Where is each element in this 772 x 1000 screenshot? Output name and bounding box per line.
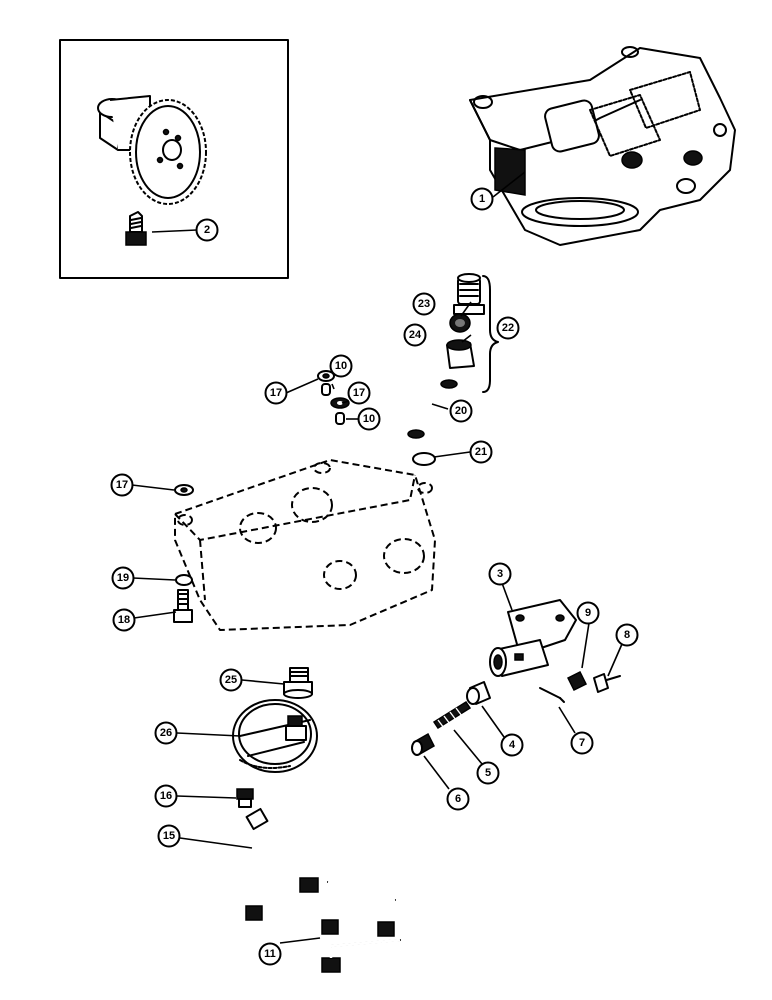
callout-label: 10 [363,413,375,425]
callout-18: 18 [112,608,136,632]
screen-26 [232,699,318,773]
pump-body-phantom [174,459,436,631]
fitting-16 [236,788,254,808]
callout-label: 2 [204,224,210,236]
cap-6 [411,732,435,756]
oil-line-15 [206,807,410,973]
callout-label: 17 [116,479,128,491]
callout-label: 19 [117,572,129,584]
callout-15: 15 [157,824,181,848]
spring-5 [432,700,472,730]
callout-label: 1 [479,193,485,205]
callout-11: 11 [258,942,282,966]
oil-pump-assembly [469,46,736,246]
callout-label: 9 [585,607,591,619]
callout-label: 3 [497,568,503,580]
cotter-pin-7 [539,687,565,703]
callout-label: 17 [353,387,365,399]
callout-10-mid: 10 [357,407,381,431]
valve-housing-3 [489,599,577,677]
callout-label: 11 [264,948,276,960]
callout-21: 21 [469,440,493,464]
nut-9 [566,670,588,692]
callout-17-left: 17 [110,473,134,497]
callout-19: 19 [111,566,135,590]
callout-label: 8 [624,629,630,641]
drive-gear [97,95,207,205]
inset-panel [59,39,289,279]
callout-label: 7 [579,737,585,749]
callout-26: 26 [154,721,178,745]
gear-bolt [125,211,147,246]
callout-24: 24 [403,323,427,347]
washer-19 [175,574,193,586]
callout-23: 23 [412,292,436,316]
o-ring-21 [412,452,436,466]
callout-label: 16 [160,790,172,802]
washer-17-left [174,484,194,496]
screw-8 [593,673,621,693]
callout-label: 5 [485,767,491,779]
elbow-tube-20 [407,379,458,439]
fitting-22 [453,273,499,393]
callout-label: 26 [160,727,172,739]
callout-10-top: 10 [329,354,353,378]
washer-17-top [317,370,335,382]
callout-25: 25 [219,668,243,692]
callout-label: 10 [335,360,347,372]
callout-17-top: 17 [264,381,288,405]
callout-label: 23 [418,298,430,310]
callout-2: 2 [195,218,219,242]
pin-10-mid [335,412,345,425]
plunger-4 [466,681,491,705]
pin-10-top [321,383,331,396]
washer-17-mid [330,397,350,409]
callout-8: 8 [615,623,639,647]
callout-label: 17 [270,387,282,399]
nut-23 [449,313,471,333]
callout-label: 20 [455,405,467,417]
callout-20: 20 [449,399,473,423]
callout-7: 7 [570,731,594,755]
callout-16: 16 [154,784,178,808]
callout-22: 22 [496,316,520,340]
callout-label: 24 [409,329,422,341]
callout-5: 5 [476,761,500,785]
callout-label: 6 [455,793,461,805]
bolt-18 [173,589,193,623]
callout-4: 4 [500,733,524,757]
nut-24 [446,339,475,369]
callout-3: 3 [488,562,512,586]
callout-label: 22 [502,322,514,334]
callout-label: 4 [509,739,516,751]
callout-9: 9 [576,601,600,625]
callout-6: 6 [446,787,470,811]
callout-label: 21 [475,446,487,458]
callout-label: 15 [163,830,175,842]
callout-label: 25 [225,674,237,686]
plug-25 [283,667,313,699]
callout-1: 1 [470,187,494,211]
leader-lines [131,171,623,944]
callout-17-mid: 17 [347,381,371,405]
callout-label: 18 [118,614,130,626]
